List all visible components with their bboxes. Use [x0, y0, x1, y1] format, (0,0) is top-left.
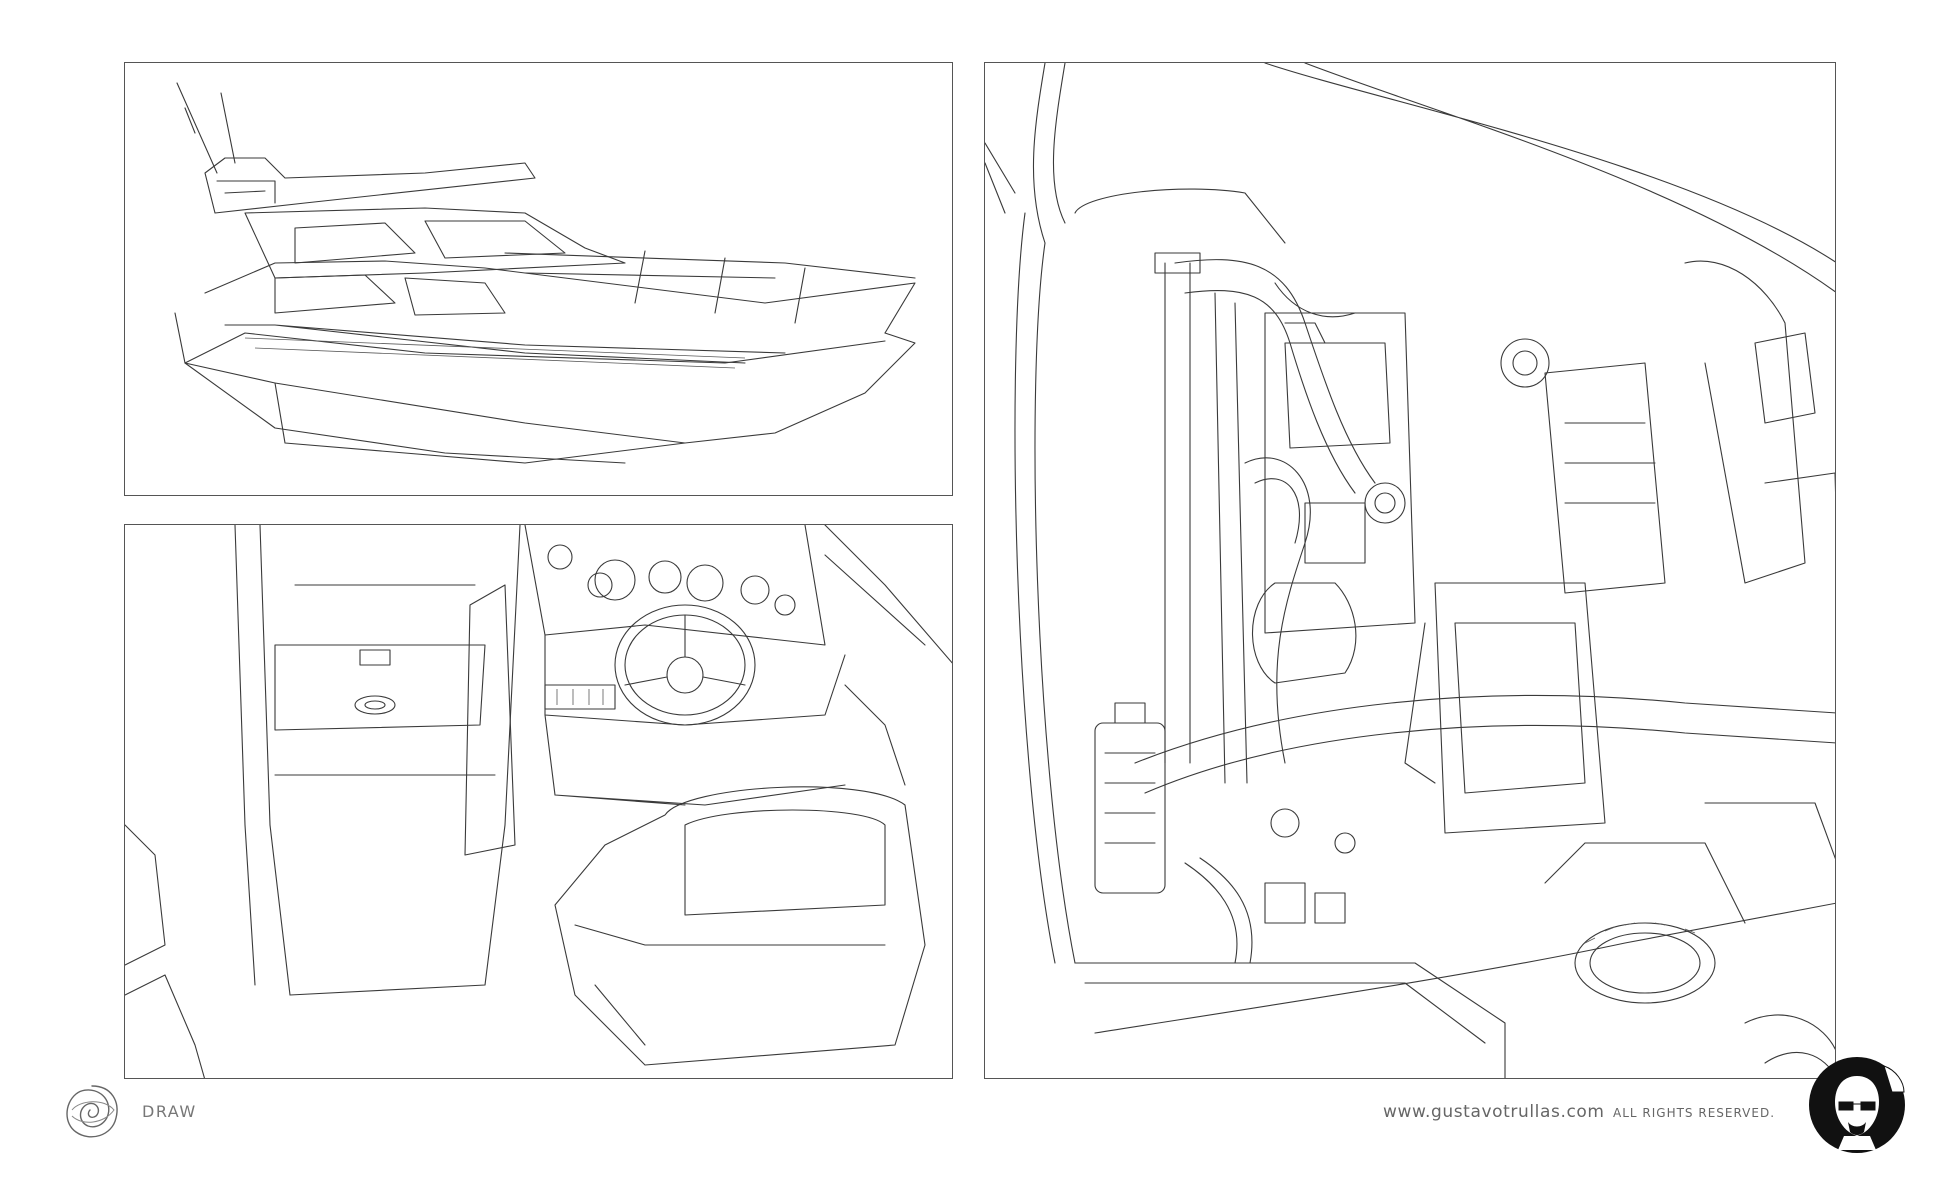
engine-line-art — [985, 63, 1835, 1078]
yacht-line-art — [174, 82, 916, 464]
engine-detail-drawing-panel — [984, 62, 1836, 1079]
scribble-logo-icon — [66, 1085, 118, 1138]
footer-website-link[interactable]: www.gustavotrullas.com — [1383, 1102, 1605, 1122]
author-avatar-sticker-icon — [1809, 1057, 1905, 1153]
helm-line-art — [125, 525, 952, 1078]
helm-cockpit-drawing-panel — [124, 524, 953, 1079]
yacht-drawing-panel — [124, 62, 953, 496]
footer-rights-notice: ALL RIGHTS RESERVED. — [1613, 1106, 1776, 1120]
footer-draw-label: DRAW — [142, 1102, 197, 1121]
